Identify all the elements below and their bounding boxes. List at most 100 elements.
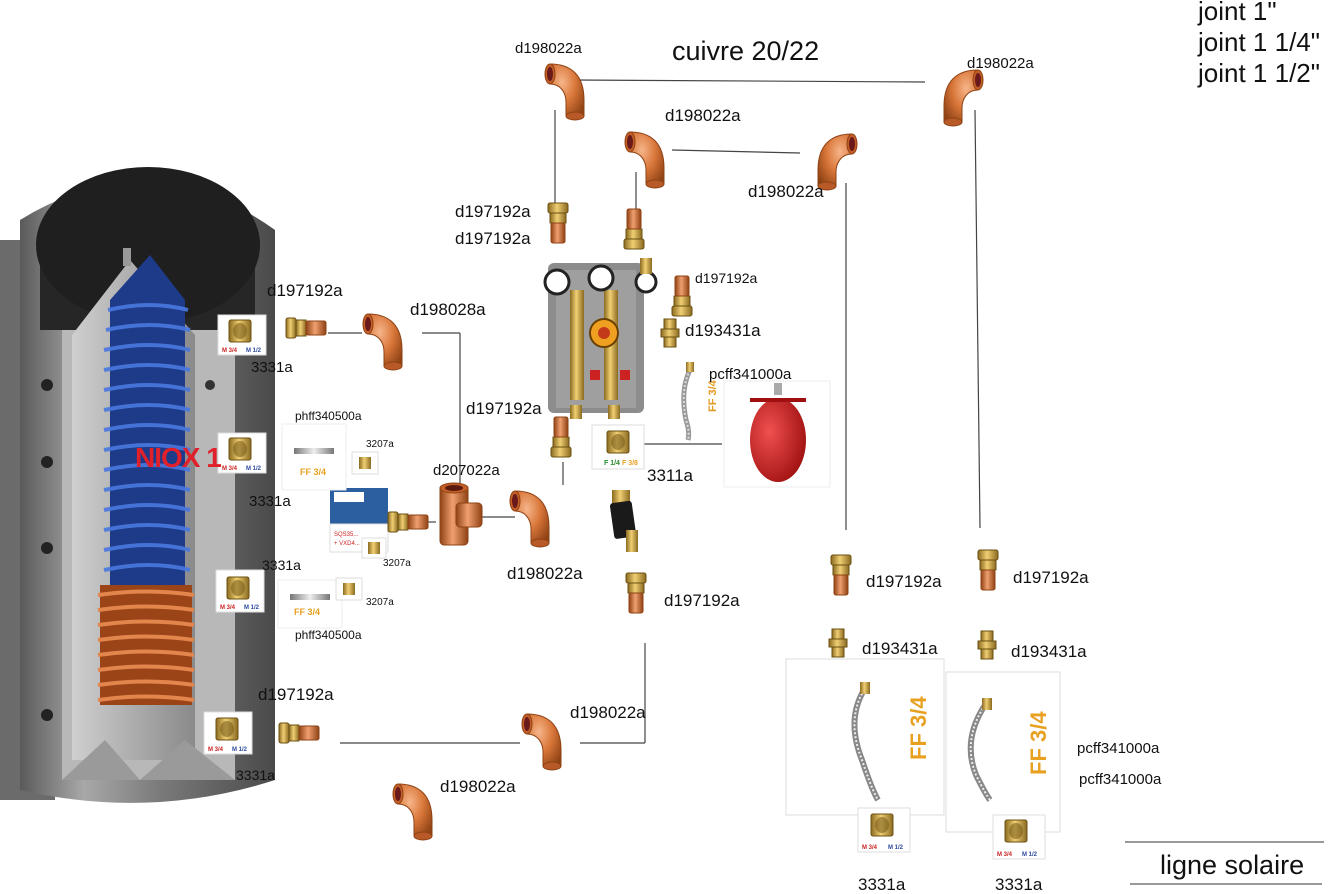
hose-top-tag: FF 3/4 (707, 379, 719, 412)
part-label: d197192a (695, 270, 758, 286)
svg-text:M 3/4: M 3/4 (220, 605, 236, 611)
svg-text:M 1/2: M 1/2 (246, 348, 262, 354)
reducer-icon (1004, 819, 1028, 843)
part-label: d198022a (507, 564, 583, 583)
svg-text:M 3/4: M 3/4 (222, 348, 238, 354)
copper-elbow-icon (544, 63, 585, 121)
part-label: d193431a (1011, 642, 1087, 661)
tank-icon (0, 167, 275, 803)
part-label: 3331a (249, 493, 291, 510)
part-label: d197192a (455, 202, 531, 221)
svg-text:M 3/4: M 3/4 (222, 466, 238, 472)
brass-union-icon (387, 511, 429, 533)
svg-text:F 3/8: F 3/8 (622, 460, 638, 467)
copper-elbow-icon (362, 313, 403, 371)
part-label: pcff341000a (1079, 771, 1162, 788)
svg-text:M 3/4: M 3/4 (997, 852, 1013, 858)
part-label: phff340500a (295, 409, 362, 423)
brass-nipple-icon (977, 630, 997, 660)
pump-station-icon (543, 258, 658, 419)
part-label: 3331a (858, 875, 906, 894)
part-label: d197192a (866, 572, 942, 591)
copper-elbow-icon (624, 131, 665, 189)
part-label: 3207a (383, 558, 411, 569)
part-label: d193431a (862, 639, 938, 658)
actuator-tag-2: + VXD4... (334, 541, 360, 547)
part-label: d198022a (515, 40, 582, 57)
copper-elbow-icon (521, 713, 562, 771)
reducer-icon (606, 430, 630, 454)
svg-text:M 3/4: M 3/4 (208, 747, 224, 753)
part-label: 3331a (236, 767, 275, 783)
tank-label: NIOX 1 (135, 442, 222, 473)
flow-meter-icon (609, 490, 638, 552)
ff-tag: FF 3/4 (906, 696, 931, 760)
expansion-vessel-icon (723, 380, 831, 488)
brass-union-icon (278, 722, 320, 744)
reducer-icon (228, 319, 252, 343)
ff-tag: FF 3/4 (1026, 711, 1051, 775)
joint-item: joint 1 1/2" (1198, 58, 1320, 88)
svg-text:M 1/2: M 1/2 (888, 845, 904, 851)
part-label: d198028a (410, 300, 486, 319)
part-label: 3331a (251, 359, 293, 376)
svg-text:M 1/2: M 1/2 (1022, 852, 1038, 858)
copper-elbow-icon (392, 783, 433, 841)
ligne-solaire-label: ligne solaire (1160, 850, 1305, 880)
joint-list: joint 1" joint 1 1/4" joint 1 1/2" (1198, 0, 1320, 89)
brass-union-icon (550, 416, 572, 458)
part-label: d198022a (665, 106, 741, 125)
part-label: pcff341000a (709, 366, 792, 383)
copper-elbow-icon (943, 69, 984, 127)
copper-tee-icon (439, 482, 483, 546)
brass-union-icon (625, 572, 647, 614)
part-label: d198022a (440, 777, 516, 796)
actuator-tag: SQS35... (334, 532, 359, 538)
copper-elbow-icon (509, 490, 550, 548)
part-label: pcff341000a (1077, 740, 1160, 757)
part-label: d198022a (967, 55, 1034, 72)
part-label: 3311a (647, 466, 694, 485)
part-label: d197192a (1013, 568, 1089, 587)
reducer-icon (215, 717, 239, 741)
part-label: d197192a (466, 399, 542, 418)
svg-text:M 1/2: M 1/2 (244, 605, 260, 611)
diagram-title: cuivre 20/22 (672, 36, 820, 66)
svg-text:M 1/2: M 1/2 (232, 747, 248, 753)
brass-nipple-icon (828, 628, 848, 658)
brass-union-icon (285, 317, 327, 339)
svg-text:M 3/4: M 3/4 (862, 845, 878, 851)
valve-actuator-icon: SQS35... + VXD4... (329, 488, 389, 553)
part-label: d197192a (455, 229, 531, 248)
brass-union-icon (977, 549, 999, 591)
part-label: d207022a (433, 462, 500, 479)
reducer-icon (226, 576, 250, 600)
part-label: d198022a (748, 182, 824, 201)
joint-item: joint 1 1/4" (1198, 27, 1320, 57)
flex-hose-icon: FF 3/4 (681, 362, 719, 441)
part-label: phff340500a (295, 628, 362, 642)
part-label: d197192a (664, 591, 740, 610)
part-label: 3331a (995, 875, 1043, 894)
part-label: d197192a (267, 281, 343, 300)
part-label: 3207a (366, 439, 394, 450)
part-label: 3331a (262, 557, 301, 573)
svg-text:F 1/4: F 1/4 (604, 460, 620, 467)
reducer-icon (870, 813, 894, 837)
part-label: d193431a (685, 321, 761, 340)
ff-tag: FF 3/4 (300, 467, 326, 477)
brass-union-icon (547, 202, 569, 244)
svg-text:M 1/2: M 1/2 (246, 466, 262, 472)
flex-hose-icon: FF 3/4 (785, 658, 945, 816)
flex-hose-icon: FF 3/4 (277, 579, 343, 629)
brass-nipple-icon (660, 318, 680, 348)
part-label: d197192a (258, 685, 334, 704)
pipe-lines (328, 79, 981, 744)
ff-tag: FF 3/4 (294, 607, 320, 617)
joint-item: joint 1" (1198, 0, 1277, 26)
flex-hose-icon: FF 3/4 (945, 671, 1061, 833)
reducer-icon (228, 437, 252, 461)
flex-hose-icon: FF 3/4 (281, 423, 347, 491)
